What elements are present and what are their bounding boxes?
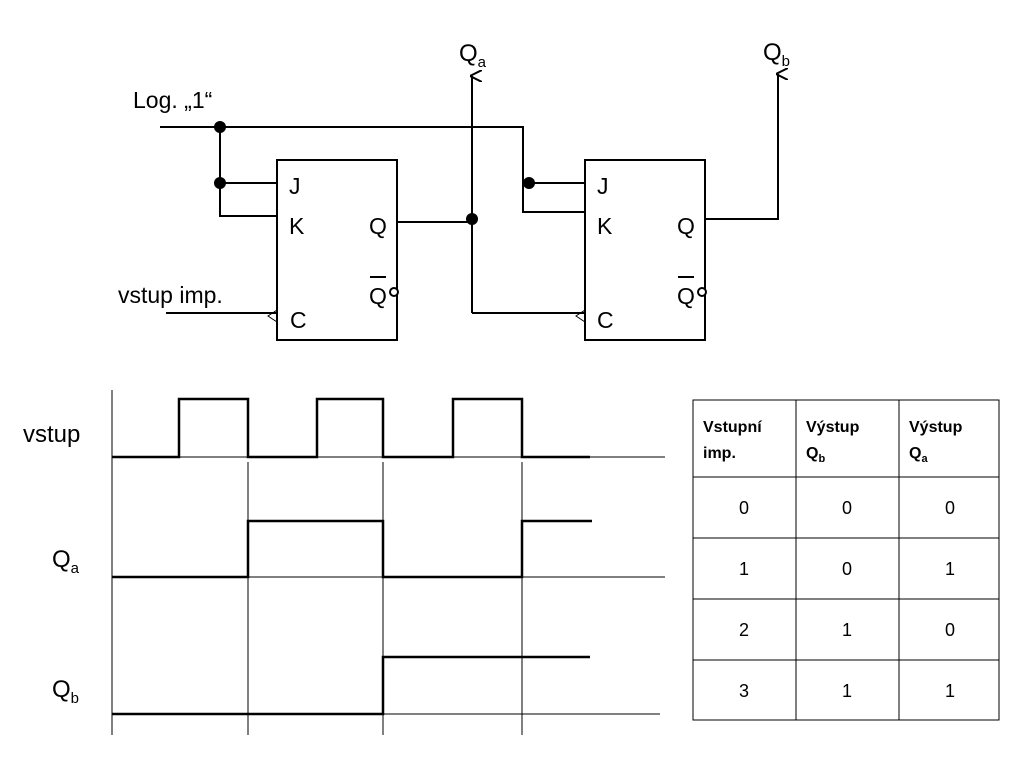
- ff1-inversion-bubble: [389, 287, 399, 297]
- ff1-qbar-label: Q: [369, 283, 387, 309]
- ff2-clock-edge: [575, 309, 586, 323]
- qb-output-arrow: [705, 74, 778, 220]
- table-header-qa: Výstup Qa: [909, 419, 967, 465]
- table-cell: 1: [842, 620, 852, 640]
- ff2-qbar-label: Q: [677, 283, 695, 309]
- table-cell: 1: [945, 559, 955, 579]
- waveform-qb: [112, 655, 590, 716]
- junction-dot: [214, 177, 226, 189]
- table-header-input: Vstupní imp.: [703, 419, 766, 462]
- waveform-qa: [112, 519, 592, 579]
- circuit: Log. „1“ J K C Q Q vstup imp. Qa J K: [118, 39, 790, 341]
- ff2-j-label: J: [597, 173, 609, 199]
- flip-flop-1: [276, 159, 398, 341]
- timing-waveforms: [112, 397, 592, 716]
- timing-grid: [111, 390, 665, 735]
- ff2-c-label: C: [597, 307, 614, 333]
- table-cell: 0: [945, 620, 955, 640]
- table-cell: 2: [739, 620, 749, 640]
- table-cell: 0: [739, 498, 749, 518]
- flip-flop-2: [584, 159, 706, 341]
- table-cell: 3: [739, 681, 749, 701]
- table-cell: 1: [739, 559, 749, 579]
- table-cell: 0: [842, 559, 852, 579]
- signal-label-vstup: vstup: [23, 421, 80, 448]
- junction-dot: [466, 213, 478, 225]
- table-border: [692, 399, 1000, 721]
- ff1-k-label: K: [289, 213, 305, 239]
- table-cell: 1: [842, 681, 852, 701]
- waveform-vstup: [112, 397, 590, 459]
- log1-label: Log. „1“: [133, 87, 212, 113]
- signal-label-qb: Qb: [52, 676, 79, 707]
- ff1-c-label: C: [290, 307, 307, 333]
- table-cell: 0: [945, 498, 955, 518]
- qa-output-label: Qa: [459, 40, 487, 71]
- qb-output-label: Qb: [763, 39, 790, 70]
- ff1-q-label: Q: [369, 213, 387, 239]
- junction-dot: [214, 121, 226, 133]
- junction-dot: [523, 177, 535, 189]
- ff1-j-label: J: [289, 173, 301, 199]
- truth-table: Vstupní imp. Výstup Qb Výstup Qa 0 0 0 1…: [692, 399, 1000, 721]
- table-cell: 0: [842, 498, 852, 518]
- table-header-qb: Výstup Qb: [806, 419, 864, 465]
- ff1-k-wire: [219, 127, 277, 217]
- table-cell: 1: [945, 681, 955, 701]
- ff2-inversion-bubble: [697, 287, 707, 297]
- input-label: vstup imp.: [118, 282, 223, 308]
- ff1-clock-edge: [267, 309, 278, 323]
- ff2-q-label: Q: [677, 213, 695, 239]
- ff2-k-label: K: [597, 213, 613, 239]
- log1-bus: [160, 126, 585, 213]
- timing-diagram: vstup Qa Qb: [23, 390, 665, 735]
- signal-label-qa: Qa: [52, 546, 80, 577]
